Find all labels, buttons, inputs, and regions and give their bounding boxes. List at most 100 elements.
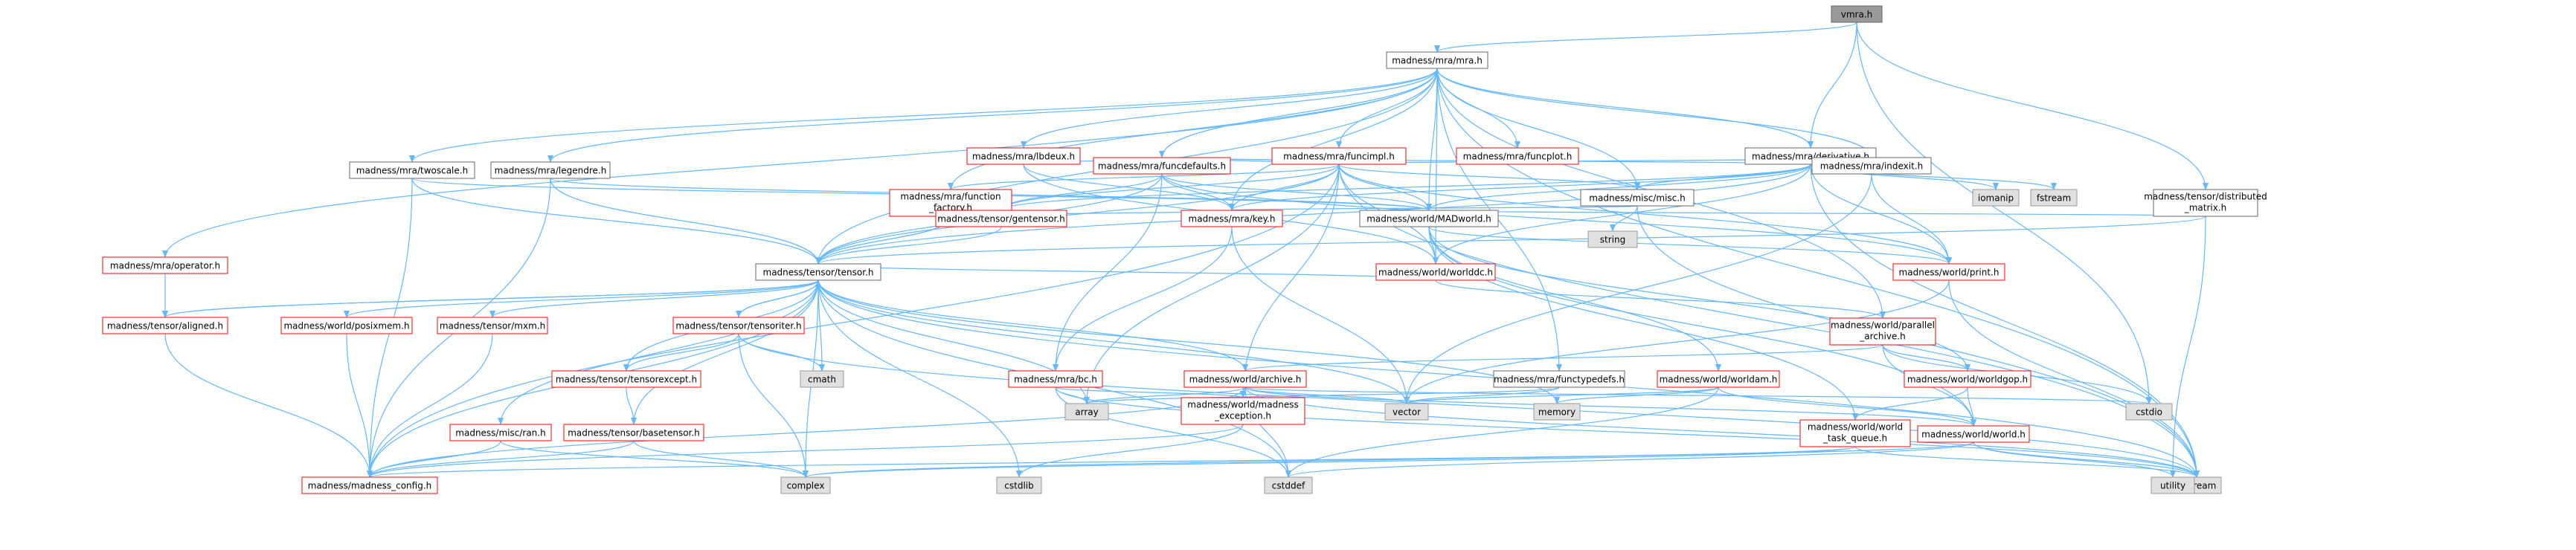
node-label: madness/tensor/aligned.h [107, 321, 223, 331]
node-array: array [1064, 403, 1109, 421]
node-bc[interactable]: madness/mra/bc.h [1008, 370, 1103, 388]
node-label: madness/mra/function [900, 192, 1000, 202]
edge-functypedefs-to-vector [1404, 386, 1560, 404]
node-tensor[interactable]: madness/tensor/tensor.h [755, 263, 881, 281]
node-label: madness/tensor/gentensor.h [937, 214, 1065, 224]
edge-tensor-to-vector [818, 279, 1410, 404]
edge-tensor-to-posixmem [344, 279, 819, 318]
node-cstdio: cstdio [2125, 403, 2173, 421]
node-basetensor[interactable]: madness/tensor/basetensor.h [563, 424, 704, 441]
edge-mxm-to-config [367, 333, 493, 478]
edge-ran-to-complex [500, 440, 809, 478]
node-key[interactable]: madness/mra/key.h [1181, 210, 1283, 227]
edge-worldh-to-cstddef [1285, 441, 1974, 478]
node-box [1799, 419, 1911, 447]
node-label: utility [2160, 481, 2185, 491]
edge-tensor-to-basetensor [631, 279, 819, 425]
node-tensorexcept[interactable]: madness/tensor/tensorexcept.h [551, 370, 701, 388]
node-box [1183, 370, 1307, 388]
node-archive[interactable]: madness/world/archive.h [1183, 370, 1307, 388]
node-box [1375, 263, 1496, 281]
edge-vmra-to-derivative [1808, 22, 1857, 149]
edge-print-to-iostream [1948, 279, 2200, 478]
edge-funcimpl-to-tensor [815, 164, 1340, 265]
node-print[interactable]: madness/world/print.h [1892, 263, 2005, 281]
edge-twoscale-to-tensor [411, 178, 821, 265]
edge-parallelarchive-to-archive [1242, 344, 1883, 372]
node-legendre[interactable]: madness/mra/legendre.h [490, 161, 611, 179]
edge-distmatrix-to-tensor [815, 216, 2206, 265]
edge-madworld-to-worldgop [1428, 226, 1970, 372]
node-label: memory [1538, 407, 1576, 418]
node-worlddc[interactable]: madness/world/worlddc.h [1375, 263, 1496, 281]
node-vmra[interactable]: vmra.h [1831, 5, 1883, 23]
node-label: madness/tensor/mxm.h [440, 321, 545, 331]
node-funcimpl[interactable]: madness/mra/funcimpl.h [1271, 147, 1407, 165]
node-mxm[interactable]: madness/tensor/mxm.h [437, 317, 548, 334]
node-label: _task_queue.h [1822, 433, 1887, 444]
node-madexcept[interactable]: madness/world/madness_exception.h [1181, 397, 1305, 425]
node-label: cstdio [2136, 407, 2162, 418]
node-funcplot[interactable]: madness/mra/funcplot.h [1456, 147, 1579, 165]
edge-gentensor-to-tensor [815, 226, 1002, 265]
node-fstream: fstream [2030, 189, 2078, 207]
node-label: _matrix.h [2184, 203, 2227, 213]
node-memory: memory [1533, 403, 1581, 421]
node-parallelarchive[interactable]: madness/world/parallel_archive.h [1829, 317, 1936, 346]
edge-mra-to-key [1229, 68, 1438, 211]
node-box [102, 317, 228, 334]
node-label: madness/misc/misc.h [1589, 193, 1685, 204]
edge-archive-to-array [1084, 386, 1246, 404]
node-distmatrix[interactable]: madness/tensor/distributed_matrix.h [2144, 189, 2267, 217]
node-functypedefs[interactable]: madness/mra/functypedefs.h [1493, 370, 1625, 388]
edge-vmra-to-cstdio [1856, 22, 2152, 404]
node-label: cmath [808, 375, 836, 385]
node-box [1008, 370, 1103, 388]
node-box [1904, 370, 2031, 388]
node-box [1359, 210, 1499, 227]
node-box [2030, 189, 2078, 207]
node-mra[interactable]: madness/mra/mra.h [1386, 51, 1488, 69]
node-config[interactable]: madness/madness_config.h [301, 476, 438, 494]
node-tensoriter[interactable]: madness/tensor/tensoriter.h [672, 317, 805, 334]
node-twoscale[interactable]: madness/mra/twoscale.h [349, 161, 475, 179]
edge-archive-to-iostream [1244, 386, 2200, 478]
node-lbdeux[interactable]: madness/mra/lbdeux.h [966, 147, 1081, 165]
node-box [966, 147, 1081, 165]
node-posixmem[interactable]: madness/world/posixmem.h [280, 317, 413, 334]
node-box [996, 476, 1042, 494]
node-funcdefaults[interactable]: madness/mra/funcdefaults.h [1093, 157, 1231, 175]
node-miscmisc[interactable]: madness/misc/misc.h [1580, 189, 1695, 207]
node-label: madness/mra/twoscale.h [356, 166, 468, 176]
node-label: madness/world/posixmem.h [283, 321, 409, 331]
edge-funcimpl-to-gentensor [998, 164, 1340, 211]
node-label: _archive.h [1859, 331, 1905, 342]
node-box [1917, 425, 2030, 443]
node-taskqueue[interactable]: madness/world/world_task_queue.h [1799, 419, 1911, 447]
node-worldgop[interactable]: madness/world/worldgop.h [1904, 370, 2031, 388]
node-label: madness/mra/funcplot.h [1463, 152, 1573, 162]
node-box [301, 476, 438, 494]
edge-worldam-to-worldh [1718, 386, 1976, 427]
node-worldh[interactable]: madness/world/world.h [1917, 425, 2030, 443]
node-operator[interactable]: madness/mra/operator.h [102, 256, 228, 274]
edge-layer [162, 22, 2209, 478]
node-aligned[interactable]: madness/tensor/aligned.h [102, 317, 228, 334]
edge-funcimpl-to-print [1338, 164, 1952, 265]
node-worldam[interactable]: madness/world/worldam.h [1657, 370, 1780, 388]
node-indexit[interactable]: madness/mra/indexit.h [1811, 157, 1932, 175]
node-box [563, 424, 704, 441]
node-box [490, 161, 611, 179]
edge-funcdefaults-to-print [1161, 173, 1952, 265]
edge-funcfactory-to-tensor [815, 216, 951, 265]
node-label: madness/world/world [1808, 422, 1903, 433]
edge-mra-to-derivative [1436, 68, 1814, 149]
node-madworld[interactable]: madness/world/MADworld.h [1359, 210, 1499, 227]
node-box [672, 317, 805, 334]
node-label: vector [1393, 407, 1421, 418]
node-gentensor[interactable]: madness/tensor/gentensor.h [935, 210, 1067, 227]
node-box [280, 317, 413, 334]
node-ran[interactable]: madness/misc/ran.h [449, 424, 552, 441]
edge-funcimpl-to-array [1084, 164, 1340, 404]
node-label: madness/world/worldam.h [1660, 375, 1778, 385]
